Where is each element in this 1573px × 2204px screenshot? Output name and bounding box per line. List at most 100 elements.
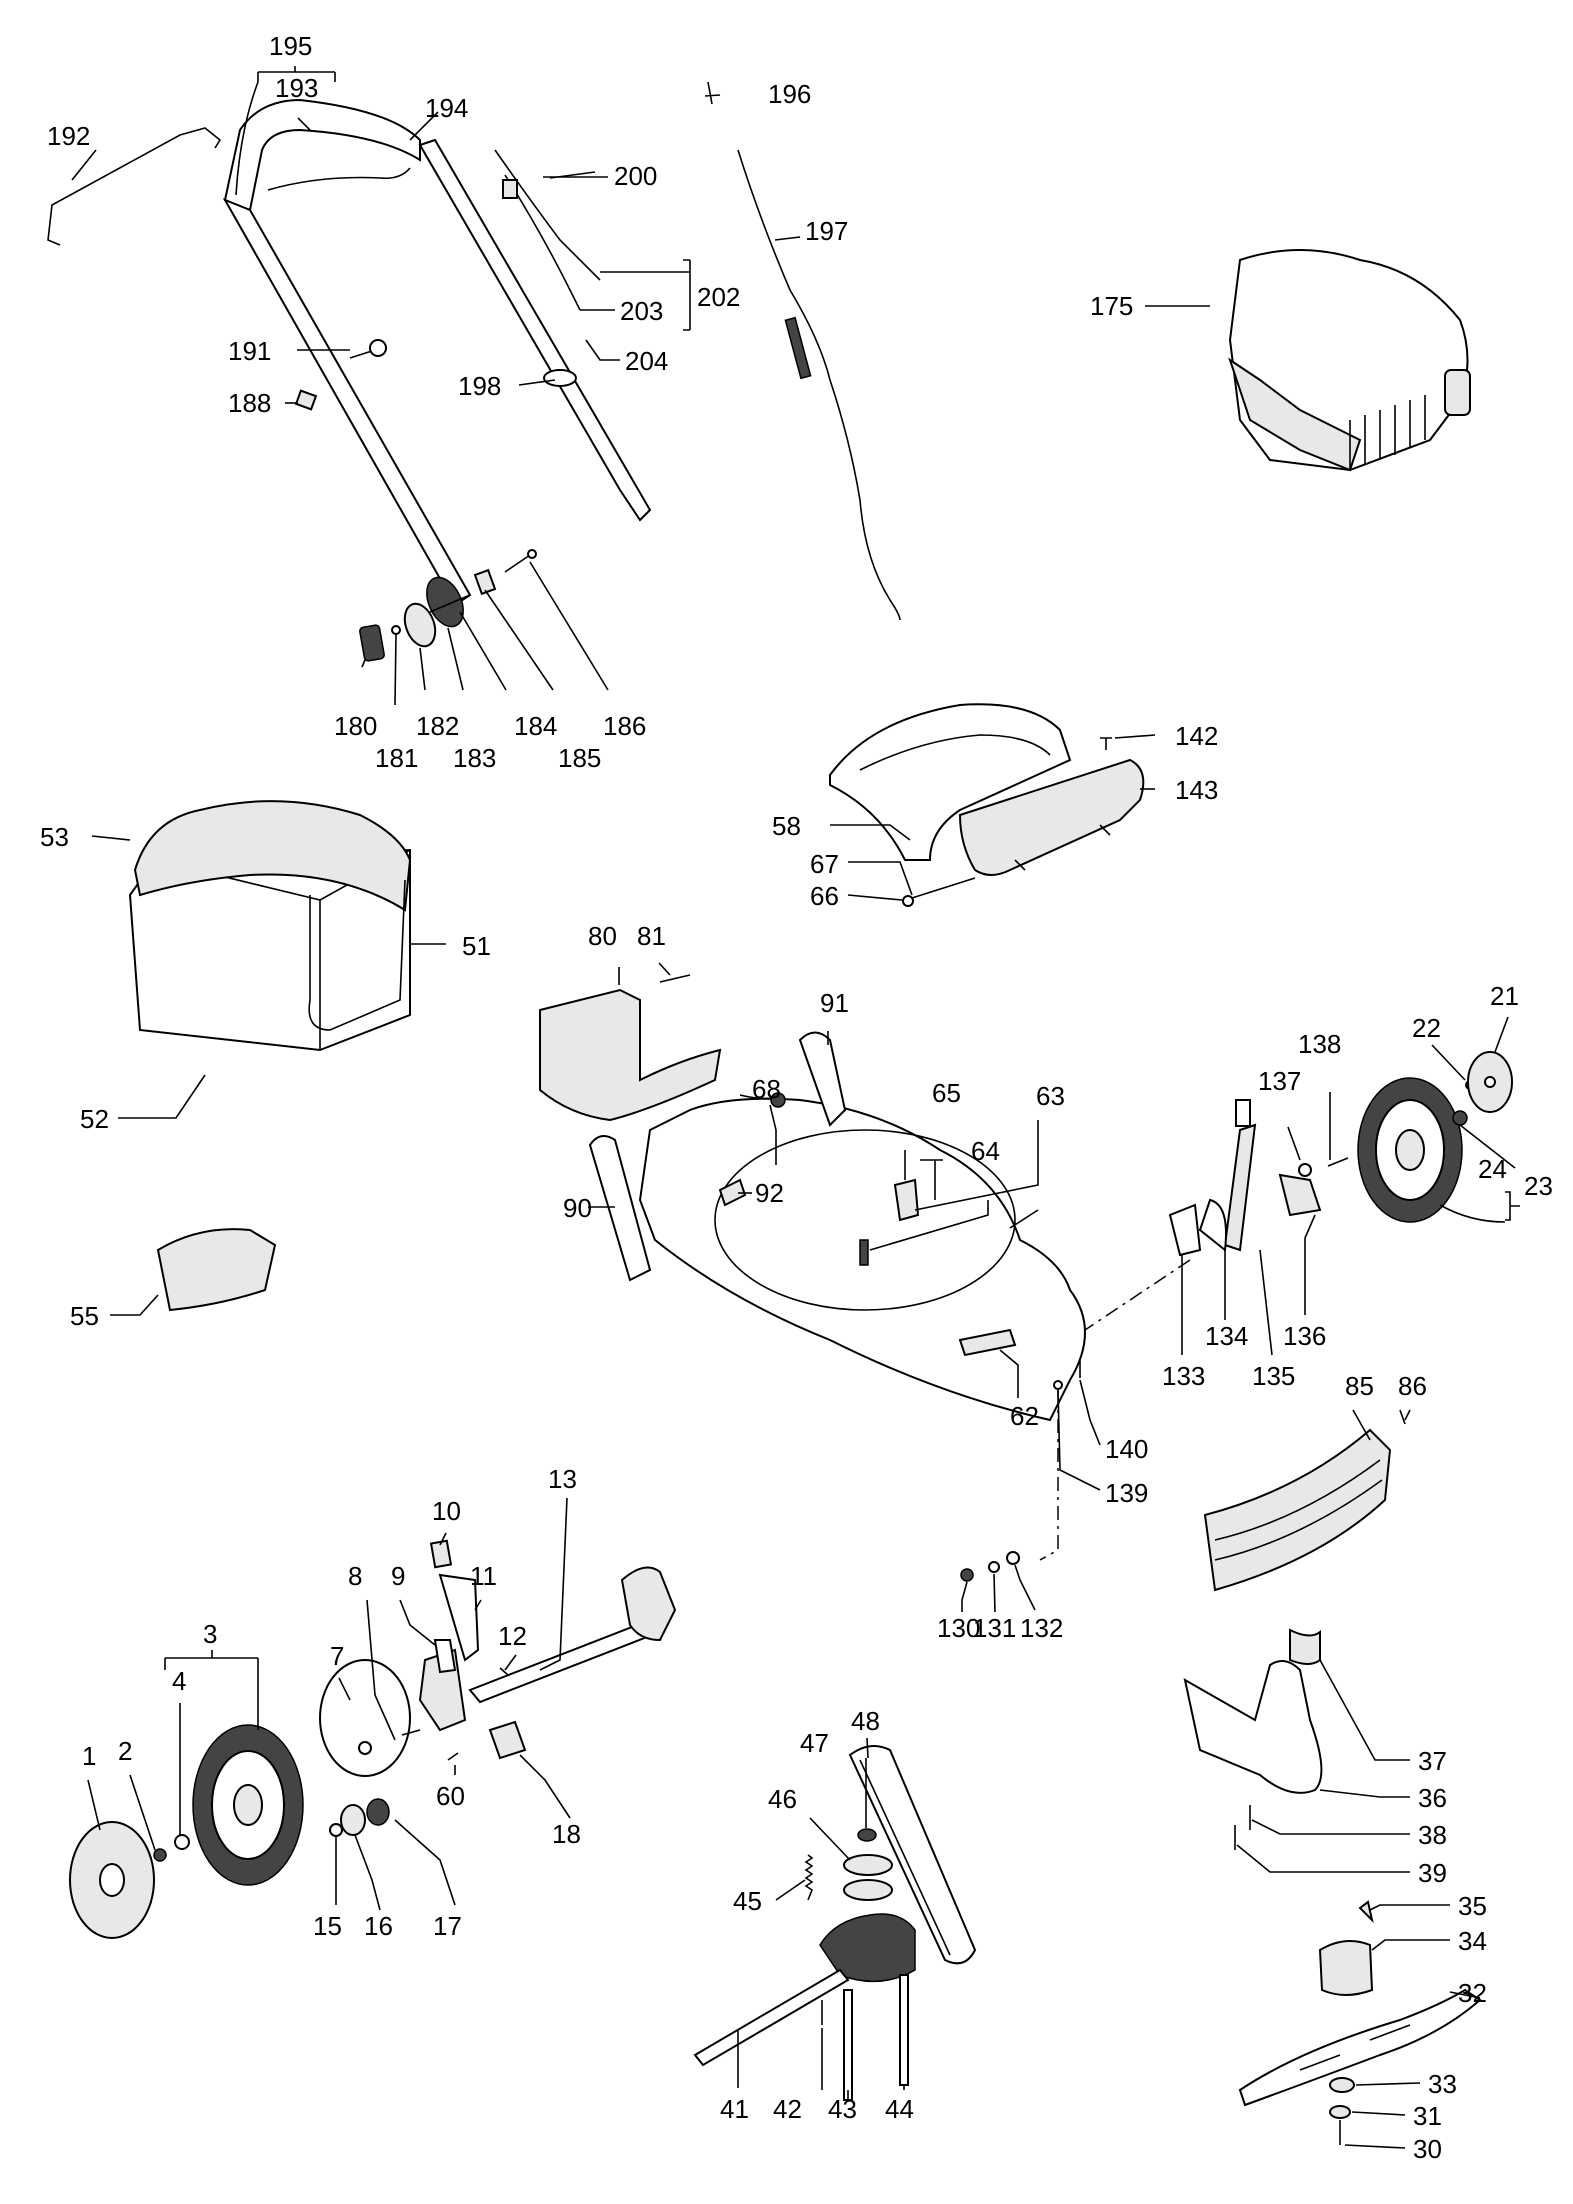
part-196-spring (707, 81, 713, 105)
label-36: 36 (1418, 1783, 1447, 1813)
label-193: 193 (275, 73, 318, 103)
label-30: 30 (1413, 2134, 1442, 2164)
label-183: 183 (453, 743, 496, 773)
part-53-grass-bag-top (133, 800, 412, 912)
label-137: 137 (1258, 1066, 1301, 1096)
part-138-bolt (1327, 1157, 1349, 1167)
part-182-knob (403, 602, 437, 648)
leader-lines (71, 66, 1520, 2149)
part-58-rear-flap (829, 703, 1072, 861)
label-188: 188 (228, 388, 271, 418)
label-186: 186 (603, 711, 646, 741)
label-133: 133 (1162, 1361, 1205, 1391)
part-185-plate (473, 568, 497, 596)
part-16-pinion (340, 1804, 366, 1836)
part-197-cable-adjuster (784, 316, 812, 380)
label-63: 63 (1036, 1081, 1065, 1111)
label-38: 38 (1418, 1820, 1447, 1850)
handle-assembly (47, 98, 652, 662)
part-32-blade (1238, 1988, 1482, 2107)
part-45-spring (804, 1854, 814, 1901)
label-85: 85 (1345, 1371, 1374, 1401)
part-24-nut (1452, 1110, 1468, 1126)
label-200: 200 (614, 161, 657, 191)
label-37: 37 (1418, 1746, 1447, 1776)
part-35-key (1358, 1900, 1374, 1924)
label-66: 66 (810, 881, 839, 911)
label-16: 16 (364, 1911, 393, 1941)
part-48-drive-belt (848, 1745, 977, 1965)
part-7-gear-cover (319, 1659, 411, 1777)
label-134: 134 (1205, 1321, 1248, 1351)
part-36-blade-guard (1183, 1660, 1323, 1794)
cable-assembly (707, 81, 901, 621)
label-23: 23 (1524, 1171, 1553, 1201)
part-143-hinge-cover (958, 758, 1145, 876)
label-52: 52 (80, 1104, 109, 1134)
part-8-stud (401, 1729, 421, 1736)
part-47-nut (857, 1828, 877, 1842)
label-13: 13 (548, 1464, 577, 1494)
label-67: 67 (810, 849, 839, 879)
part-202-lever-block (502, 179, 518, 199)
label-35: 35 (1458, 1891, 1487, 1921)
label-86: 86 (1398, 1371, 1427, 1401)
part-181-washer (391, 625, 401, 635)
part-197-cable (737, 149, 901, 621)
part-60-screw (447, 1752, 459, 1761)
part-66-clip (902, 895, 914, 907)
label-142: 142 (1175, 721, 1218, 751)
label-33: 33 (1428, 2069, 1457, 2099)
part-198-clip (543, 369, 577, 387)
label-195: 195 (269, 31, 312, 61)
label-64: 64 (971, 1136, 1000, 1166)
part-10-block (429, 1539, 453, 1569)
part-12-pin (499, 1667, 509, 1676)
label-191: 191 (228, 336, 271, 366)
part-180-bracket (359, 624, 385, 662)
label-182: 182 (416, 711, 459, 741)
label-32: 32 (1458, 1978, 1487, 2008)
part-44-gearbox-body (819, 1913, 916, 1983)
label-10: 10 (432, 1496, 461, 1526)
label-44: 44 (885, 2094, 914, 2124)
part-41-drive-shaft (693, 1968, 850, 2067)
label-202: 202 (697, 282, 740, 312)
part-55-mulch-plug (156, 1228, 277, 1312)
label-17: 17 (433, 1911, 462, 1941)
gearbox-assembly (693, 1745, 977, 2101)
part-175-engine (1228, 249, 1471, 472)
front-wheel-left-assembly (69, 1539, 677, 1939)
label-204: 204 (625, 346, 668, 376)
label-7: 7 (330, 1641, 344, 1671)
label-9: 9 (391, 1561, 405, 1591)
label-81: 81 (637, 921, 666, 951)
part-15-circlip (329, 1823, 343, 1837)
label-181: 181 (375, 743, 418, 773)
part-65-adjuster (893, 1178, 920, 1222)
label-45: 45 (733, 1886, 762, 1916)
label-131: 131 (973, 1613, 1016, 1643)
part-135-lever (1223, 1123, 1257, 1252)
label-8: 8 (348, 1561, 362, 1591)
part-17-gear (366, 1798, 390, 1826)
part-number-labels: 195 193 194 192 196 200 197 202 203 204 … (40, 31, 1553, 2164)
label-53: 53 (40, 822, 69, 852)
part-130-nut (960, 1568, 974, 1582)
part-37-clip (1289, 1628, 1321, 1665)
label-80: 80 (588, 921, 617, 951)
part-142-screw (1100, 737, 1112, 750)
part-92-bolt (718, 1178, 747, 1207)
part-2-washer (153, 1848, 167, 1862)
part-13-axle-bracket (620, 1566, 677, 1642)
part-33-washer (1329, 2077, 1355, 2093)
part-135-grip (1235, 1099, 1251, 1127)
label-203: 203 (620, 296, 663, 326)
part-191-knob (369, 339, 387, 357)
part-34-blade-adapter (1318, 1940, 1374, 1996)
label-42: 42 (773, 2094, 802, 2124)
label-15: 15 (313, 1911, 342, 1941)
label-62: 62 (1010, 1401, 1039, 1431)
label-138: 138 (1298, 1029, 1341, 1059)
